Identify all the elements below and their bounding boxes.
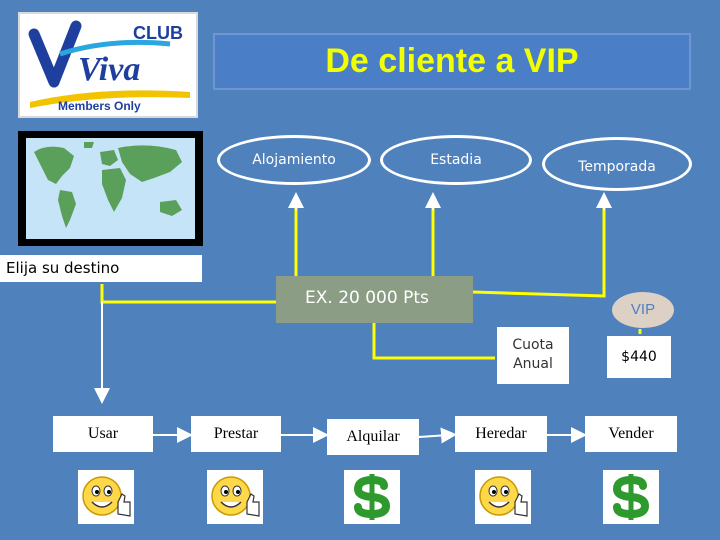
points-box[interactable]: EX. 20 000 Pts xyxy=(276,276,473,323)
dollar-sign-icon xyxy=(603,470,659,524)
world-map-icon xyxy=(34,142,182,228)
connector-temporada xyxy=(472,202,606,298)
estadia-oval[interactable]: Estadia xyxy=(380,135,532,185)
temporada-oval[interactable]: Temporada xyxy=(542,137,692,191)
smiley-thumbs-up-icon xyxy=(475,470,531,524)
alojamiento-oval[interactable]: Alojamiento xyxy=(217,135,371,185)
arrow-alquilar-heredar xyxy=(418,427,457,444)
smiley-thumbs-up-icon xyxy=(207,470,263,524)
price-box[interactable]: $440 xyxy=(607,336,671,378)
usar-button[interactable]: Usar xyxy=(53,416,153,452)
club-viva-logo: CLUB Viva Members Only xyxy=(18,12,198,118)
cuota-line-2: Anual xyxy=(513,356,553,372)
vender-button[interactable]: Vender xyxy=(585,416,677,452)
heredar-button[interactable]: Heredar xyxy=(455,416,547,452)
cuota-anual-box[interactable]: Cuota Anual xyxy=(497,327,569,384)
connector-cuota xyxy=(372,323,495,360)
logo-brand-text: Viva xyxy=(78,51,140,88)
connector-destino xyxy=(100,284,276,304)
logo-club-text: CLUB xyxy=(133,23,183,43)
vip-oval[interactable]: VIP xyxy=(612,292,674,328)
alquilar-button[interactable]: Alquilar xyxy=(327,419,419,455)
world-map[interactable] xyxy=(18,131,203,246)
page-title: De cliente a VIP xyxy=(213,33,691,90)
logo-tagline: Members Only xyxy=(58,99,141,113)
cuota-line-1: Cuota xyxy=(512,337,554,353)
smiley-thumbs-up-icon xyxy=(78,470,134,524)
destino-label[interactable]: Elija su destino xyxy=(0,255,202,282)
dollar-sign-icon xyxy=(344,470,400,524)
prestar-button[interactable]: Prestar xyxy=(191,416,281,452)
